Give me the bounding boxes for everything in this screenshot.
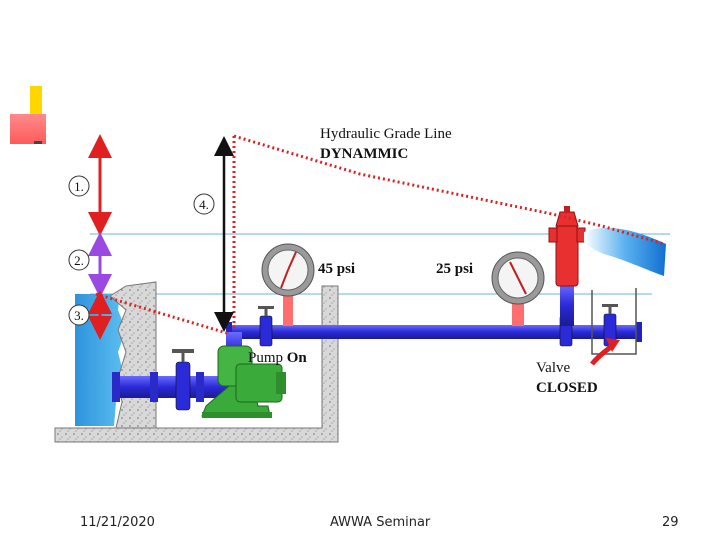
hgl-state: DYNAMMIC: [320, 146, 408, 162]
footer-date: 11/21/2020: [80, 515, 155, 530]
hgl-suction-line: [95, 292, 231, 336]
svg-text:1.: 1.: [74, 179, 84, 194]
discharge-valve-left: [258, 306, 274, 347]
hgl-dynamic-line: [233, 134, 665, 246]
footer-page-number: 29: [662, 515, 679, 530]
pressure-gauge-left: [261, 243, 315, 326]
suction-pipe: [116, 376, 232, 398]
footer-title: AWWA Seminar: [330, 515, 431, 530]
closed-valve: [591, 288, 637, 355]
corner-accent-red: [10, 114, 46, 144]
gauge-right-reading: 25 psi: [436, 261, 473, 277]
hgl-title: Hydraulic Grade Line: [320, 126, 452, 142]
pressure-gauge-right: [491, 251, 545, 326]
corner-accent-dash: [34, 141, 42, 144]
suction-valve: [172, 349, 194, 411]
svg-text:4.: 4.: [199, 197, 209, 212]
valve-state: CLOSED: [536, 380, 598, 396]
hydrant-spray: [584, 227, 666, 276]
marker-3: 3.: [68, 304, 90, 326]
discharge-pipe: [226, 325, 642, 339]
marker-1: 1.: [68, 175, 90, 197]
fire-hydrant: [548, 206, 586, 326]
svg-text:3.: 3.: [74, 308, 84, 323]
pump-label: Pump On: [248, 350, 307, 366]
svg-text:2.: 2.: [74, 253, 84, 268]
marker-4: 4.: [193, 193, 215, 215]
gauge-left-reading: 45 psi: [318, 261, 355, 277]
marker-2: 2.: [68, 249, 90, 271]
valve-label: Valve: [536, 360, 570, 376]
pump: [201, 345, 286, 418]
pump-pit-floor: [54, 285, 339, 443]
